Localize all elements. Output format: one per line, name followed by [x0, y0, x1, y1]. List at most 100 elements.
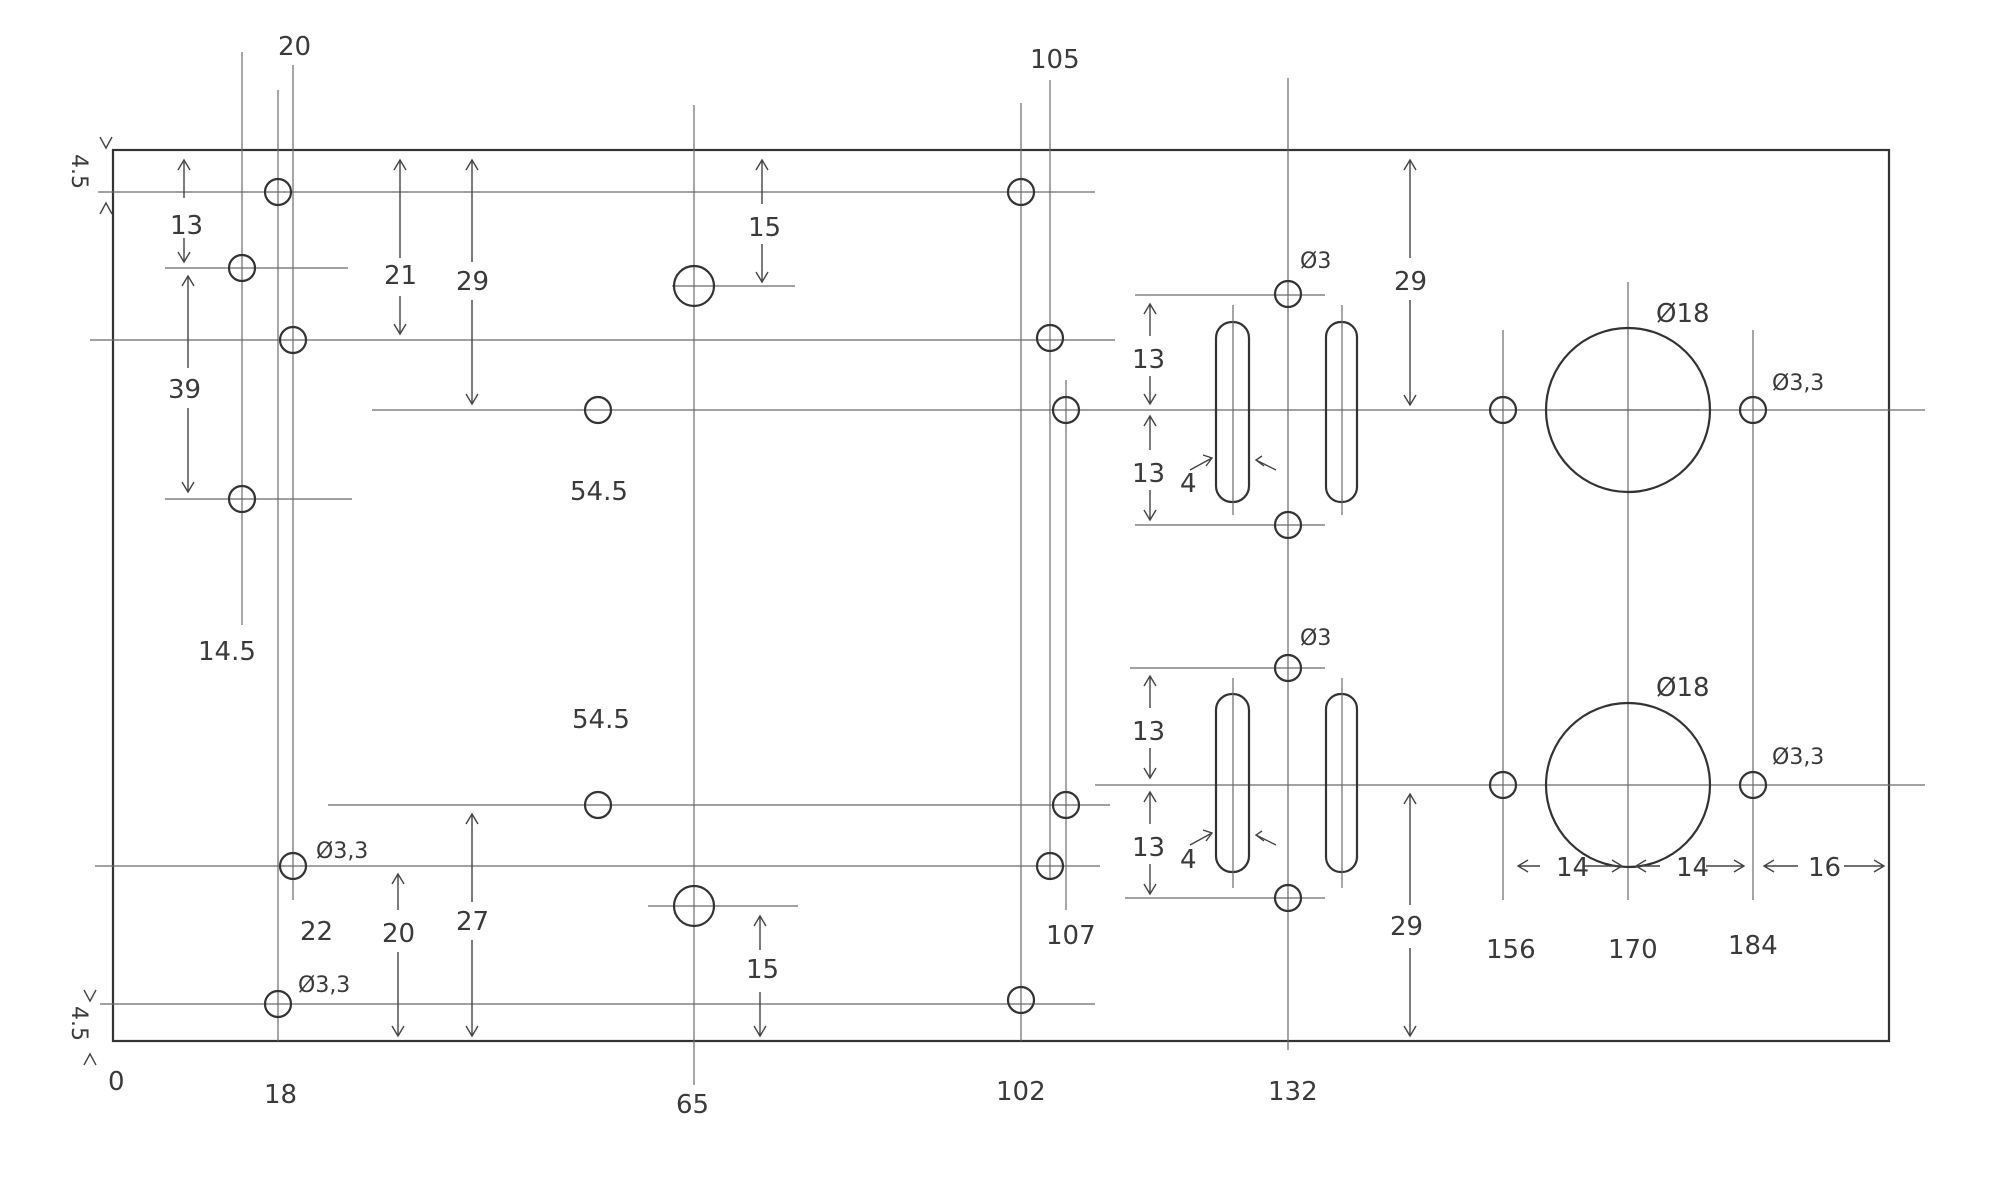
- slots: [1214, 305, 1359, 888]
- hole-107-upper: [1051, 395, 1081, 425]
- arrow-slot-bottom-13a-up: [1143, 674, 1157, 687]
- horizontal-guides: [90, 191, 1925, 1005]
- hole-184-bottom: [1738, 770, 1768, 800]
- label-x-22: 22: [300, 917, 333, 947]
- hole-107-lower: [1051, 790, 1081, 820]
- arrow-29-left-up: [465, 158, 479, 171]
- label-dim-27: 27: [456, 907, 489, 937]
- arrow-slot-top-width-in: [1189, 454, 1214, 471]
- label-dim-21: 21: [384, 261, 417, 291]
- hole-14-5-lower: [227, 484, 257, 514]
- arrow-slot-bottom-13b-up: [1143, 790, 1157, 803]
- label-x-18: 18: [264, 1080, 297, 1110]
- arrow-slot-top-13b-up: [1143, 414, 1157, 427]
- arrow-slot-top-13a-up: [1143, 302, 1157, 315]
- label-dim-20: 20: [382, 919, 415, 949]
- hole-156-bottom: [1488, 770, 1518, 800]
- label-slot-bottom-13a: 13: [1132, 717, 1165, 747]
- hole-20-upper: [278, 325, 308, 355]
- arrow-20-up: [391, 872, 405, 885]
- arrow-slot-top-13a-down: [1143, 393, 1157, 406]
- hole-14-5-upper: [227, 253, 257, 283]
- label-dim-39: 39: [168, 375, 201, 405]
- arrow-29-right-top-up: [1403, 158, 1417, 171]
- arrow-15-top-up: [755, 158, 769, 171]
- hole-18-top: [263, 177, 293, 207]
- arrow-29-right-top-down: [1403, 394, 1417, 407]
- holes: [227, 177, 1768, 1019]
- vertical-guides: [241, 52, 1754, 1085]
- arrow-13-left-up: [177, 158, 191, 171]
- label-dia-3-3-left-bottom: Ø3,3: [298, 973, 350, 998]
- label-x-54-5-bottom: 54.5: [572, 705, 630, 735]
- hole-170-large-bottom: [1544, 701, 1712, 869]
- arrow-29-right-bottom-down: [1403, 1025, 1417, 1038]
- label-dim-29-left: 29: [456, 267, 489, 297]
- arrow-29-left-down: [465, 393, 479, 406]
- label-x-156: 156: [1486, 935, 1536, 965]
- dimension-arrows: [83, 136, 1886, 1066]
- hole-184-top: [1738, 395, 1768, 425]
- hole-105-upper: [1035, 323, 1065, 353]
- label-slot-top-13a: 13: [1132, 345, 1165, 375]
- arrow-39-down: [181, 481, 195, 494]
- arrow-top-offset-down: [99, 136, 113, 150]
- arrow-slot-bottom-width-in: [1189, 829, 1214, 846]
- hole-132-slot-top-upper: [1273, 279, 1303, 309]
- hole-156-top: [1488, 395, 1518, 425]
- hole-65-bottom: [672, 884, 716, 928]
- arrow-39-up: [181, 274, 195, 287]
- arrow-top-offset-up: [99, 201, 113, 215]
- hole-20-lower: [278, 851, 308, 881]
- arrow-14-right-start: [1634, 859, 1660, 873]
- label-origin: 0: [108, 1067, 125, 1097]
- arrow-slot-top-13b-down: [1143, 509, 1157, 522]
- label-dim-29-right-top: 29: [1394, 267, 1427, 297]
- arrow-27-down: [465, 1025, 479, 1038]
- hole-102-bottom: [1006, 985, 1036, 1015]
- label-bottom-offset: 4.5: [66, 1006, 91, 1041]
- arrow-15-bottom-down: [753, 1025, 767, 1038]
- labels: 0 4.5 4.5 20 105 14.5 54.5 54.5 22 107 1…: [66, 32, 1841, 1120]
- hole-18-bottom: [263, 989, 293, 1019]
- arrow-27-up: [465, 812, 479, 825]
- label-dim-15-bottom: 15: [746, 955, 779, 985]
- label-top-offset: 4.5: [66, 154, 91, 189]
- label-dia-3-3-right-bottom: Ø3,3: [1772, 745, 1824, 770]
- arrow-16-end: [1844, 859, 1886, 873]
- arrow-16-start: [1762, 859, 1798, 873]
- label-slot-bottom-13b: 13: [1132, 833, 1165, 863]
- label-x-54-5-top: 54.5: [570, 477, 628, 507]
- arrow-13-left-down: [177, 251, 191, 264]
- hole-132-slot-bottom-lower: [1273, 883, 1303, 913]
- label-slot-top-width: 4: [1180, 469, 1197, 499]
- label-dim-29-right-bottom: 29: [1390, 912, 1423, 942]
- label-x-107: 107: [1046, 921, 1096, 951]
- hole-132-slot-bottom-upper: [1273, 653, 1303, 683]
- label-span-14-right: 14: [1676, 853, 1709, 883]
- arrow-slot-bottom-width-out: [1254, 830, 1277, 846]
- arrow-15-bottom-up: [753, 914, 767, 927]
- arrow-slot-top-width-out: [1254, 455, 1277, 471]
- panel-outline: [111, 148, 1891, 1043]
- hole-54-5-top: [583, 395, 613, 425]
- label-x-14-5: 14.5: [198, 637, 256, 667]
- label-x-132: 132: [1268, 1077, 1318, 1107]
- label-span-16: 16: [1808, 853, 1841, 883]
- label-dim-13-left: 13: [170, 211, 203, 241]
- label-span-14-left: 14: [1556, 853, 1589, 883]
- arrow-14-left-start: [1516, 859, 1540, 873]
- arrow-14-left-end: [1584, 859, 1624, 873]
- hole-54-5-bottom: [583, 790, 613, 820]
- label-x-20: 20: [278, 32, 311, 62]
- hole-102-top: [1006, 177, 1036, 207]
- arrow-20-down: [391, 1025, 405, 1038]
- label-x-105: 105: [1030, 45, 1080, 75]
- arrow-bottom-offset-down: [83, 989, 97, 1003]
- hole-132-slot-top-lower: [1273, 510, 1303, 540]
- arrow-29-right-bottom-up: [1403, 792, 1417, 805]
- hole-65-top: [672, 264, 716, 308]
- arrow-14-right-end: [1706, 859, 1746, 873]
